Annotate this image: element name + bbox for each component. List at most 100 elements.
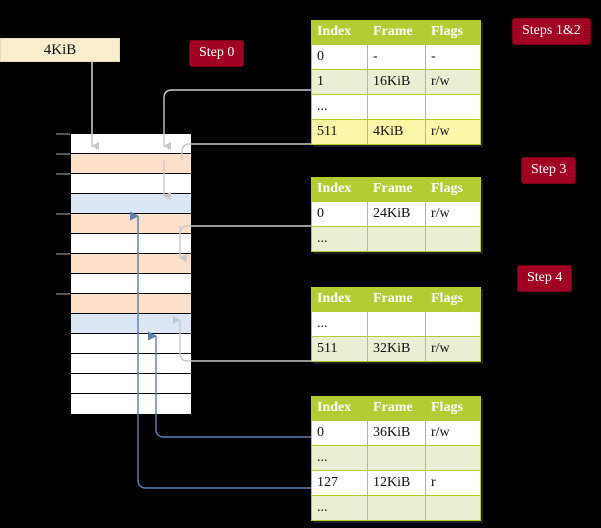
cell-index: ... — [311, 495, 368, 521]
cell-flags: r/w — [425, 201, 481, 227]
badge-step-3: Step 3 — [521, 157, 577, 184]
cell-frame: 36KiB — [367, 420, 426, 446]
source-frame-box: 4KiB — [0, 38, 120, 62]
badge-step-3-label: Step 3 — [531, 162, 567, 177]
wire-step4-frame-to-table — [173, 316, 311, 362]
column-header-index: Index — [311, 396, 368, 421]
cell-index: 0 — [311, 44, 368, 70]
memory-frame-row — [71, 234, 191, 254]
column-header-flags: Flags — [425, 177, 481, 202]
memory-frame-row — [71, 194, 191, 214]
column-header-flags: Flags — [425, 20, 481, 45]
memory-frame-row — [71, 294, 191, 314]
cell-frame — [367, 311, 426, 337]
cell-index: 127 — [311, 470, 368, 496]
table-row: ... — [311, 495, 481, 521]
cell-frame — [367, 495, 426, 521]
cell-flags: r/w — [425, 336, 481, 362]
memory-frame-row — [71, 274, 191, 294]
column-header-index: Index — [311, 287, 368, 312]
frame-tick-mark — [56, 133, 70, 135]
table-row: ... — [311, 94, 481, 120]
memory-frame-row — [71, 254, 191, 274]
cell-flags — [425, 495, 481, 521]
table-row: 0-- — [311, 44, 481, 70]
memory-frame-row — [71, 174, 191, 194]
memory-frame-row — [71, 394, 191, 414]
cell-flags: r/w — [425, 119, 481, 145]
memory-frame-row — [71, 374, 191, 394]
physical-memory-frames — [70, 133, 191, 415]
cell-index: ... — [311, 311, 368, 337]
cell-flags — [425, 94, 481, 120]
column-header-frame: Frame — [367, 287, 426, 312]
cell-frame — [367, 226, 426, 252]
badge-steps-1-2-label: Steps 1&2 — [522, 23, 581, 38]
cell-index: 511 — [311, 119, 368, 145]
cell-index: 0 — [311, 201, 368, 227]
cell-frame: 16KiB — [367, 69, 426, 95]
table-header-row: Index Frame Flags — [311, 287, 481, 312]
table-row: ... — [311, 226, 481, 252]
badge-steps-1-2: Steps 1&2 — [512, 18, 591, 45]
column-header-frame: Frame — [367, 20, 426, 45]
table-header-row: Index Frame Flags — [311, 177, 481, 202]
column-header-index: Index — [311, 20, 368, 45]
cell-frame: 12KiB — [367, 470, 426, 496]
column-header-flags: Flags — [425, 287, 481, 312]
frame-tick-mark — [56, 293, 70, 295]
memory-frame-row — [71, 154, 191, 174]
cell-flags — [425, 445, 481, 471]
column-header-frame: Frame — [367, 396, 426, 421]
cell-flags: r/w — [425, 420, 481, 446]
memory-frame-row — [71, 314, 191, 334]
cell-flags: r — [425, 470, 481, 496]
column-header-frame: Frame — [367, 177, 426, 202]
frame-tick-mark — [56, 253, 70, 255]
cell-frame: - — [367, 44, 426, 70]
column-header-flags: Flags — [425, 396, 481, 421]
badge-step-0: Step 0 — [189, 40, 245, 67]
cell-index: ... — [311, 226, 368, 252]
cell-flags — [425, 226, 481, 252]
cell-frame: 32KiB — [367, 336, 426, 362]
memory-frame-row — [71, 134, 191, 154]
cell-flags: r/w — [425, 69, 481, 95]
badge-step-4-label: Step 4 — [527, 270, 563, 285]
cell-frame: 24KiB — [367, 201, 426, 227]
column-header-index: Index — [311, 177, 368, 202]
cell-index: ... — [311, 94, 368, 120]
wire-step3-frame-to-table — [179, 225, 311, 238]
frame-tick-mark — [56, 213, 70, 215]
cell-index: 0 — [311, 420, 368, 446]
memory-frame-row — [71, 214, 191, 234]
table-row: ... — [311, 311, 481, 337]
source-frame-label: 4KiB — [43, 41, 77, 58]
cell-index: 511 — [311, 336, 368, 362]
frame-tick-mark — [56, 153, 70, 155]
frame-tick-mark — [56, 173, 70, 175]
wire-steps12-frame4-to-table — [181, 143, 311, 160]
table-row: ... — [311, 445, 481, 471]
badge-step-0-label: Step 0 — [199, 45, 235, 60]
table-header-row: Index Frame Flags — [311, 396, 481, 421]
cell-index: ... — [311, 445, 368, 471]
memory-frame-row — [71, 354, 191, 374]
badge-step-4: Step 4 — [517, 265, 573, 292]
table-header-row: Index Frame Flags — [311, 20, 481, 45]
